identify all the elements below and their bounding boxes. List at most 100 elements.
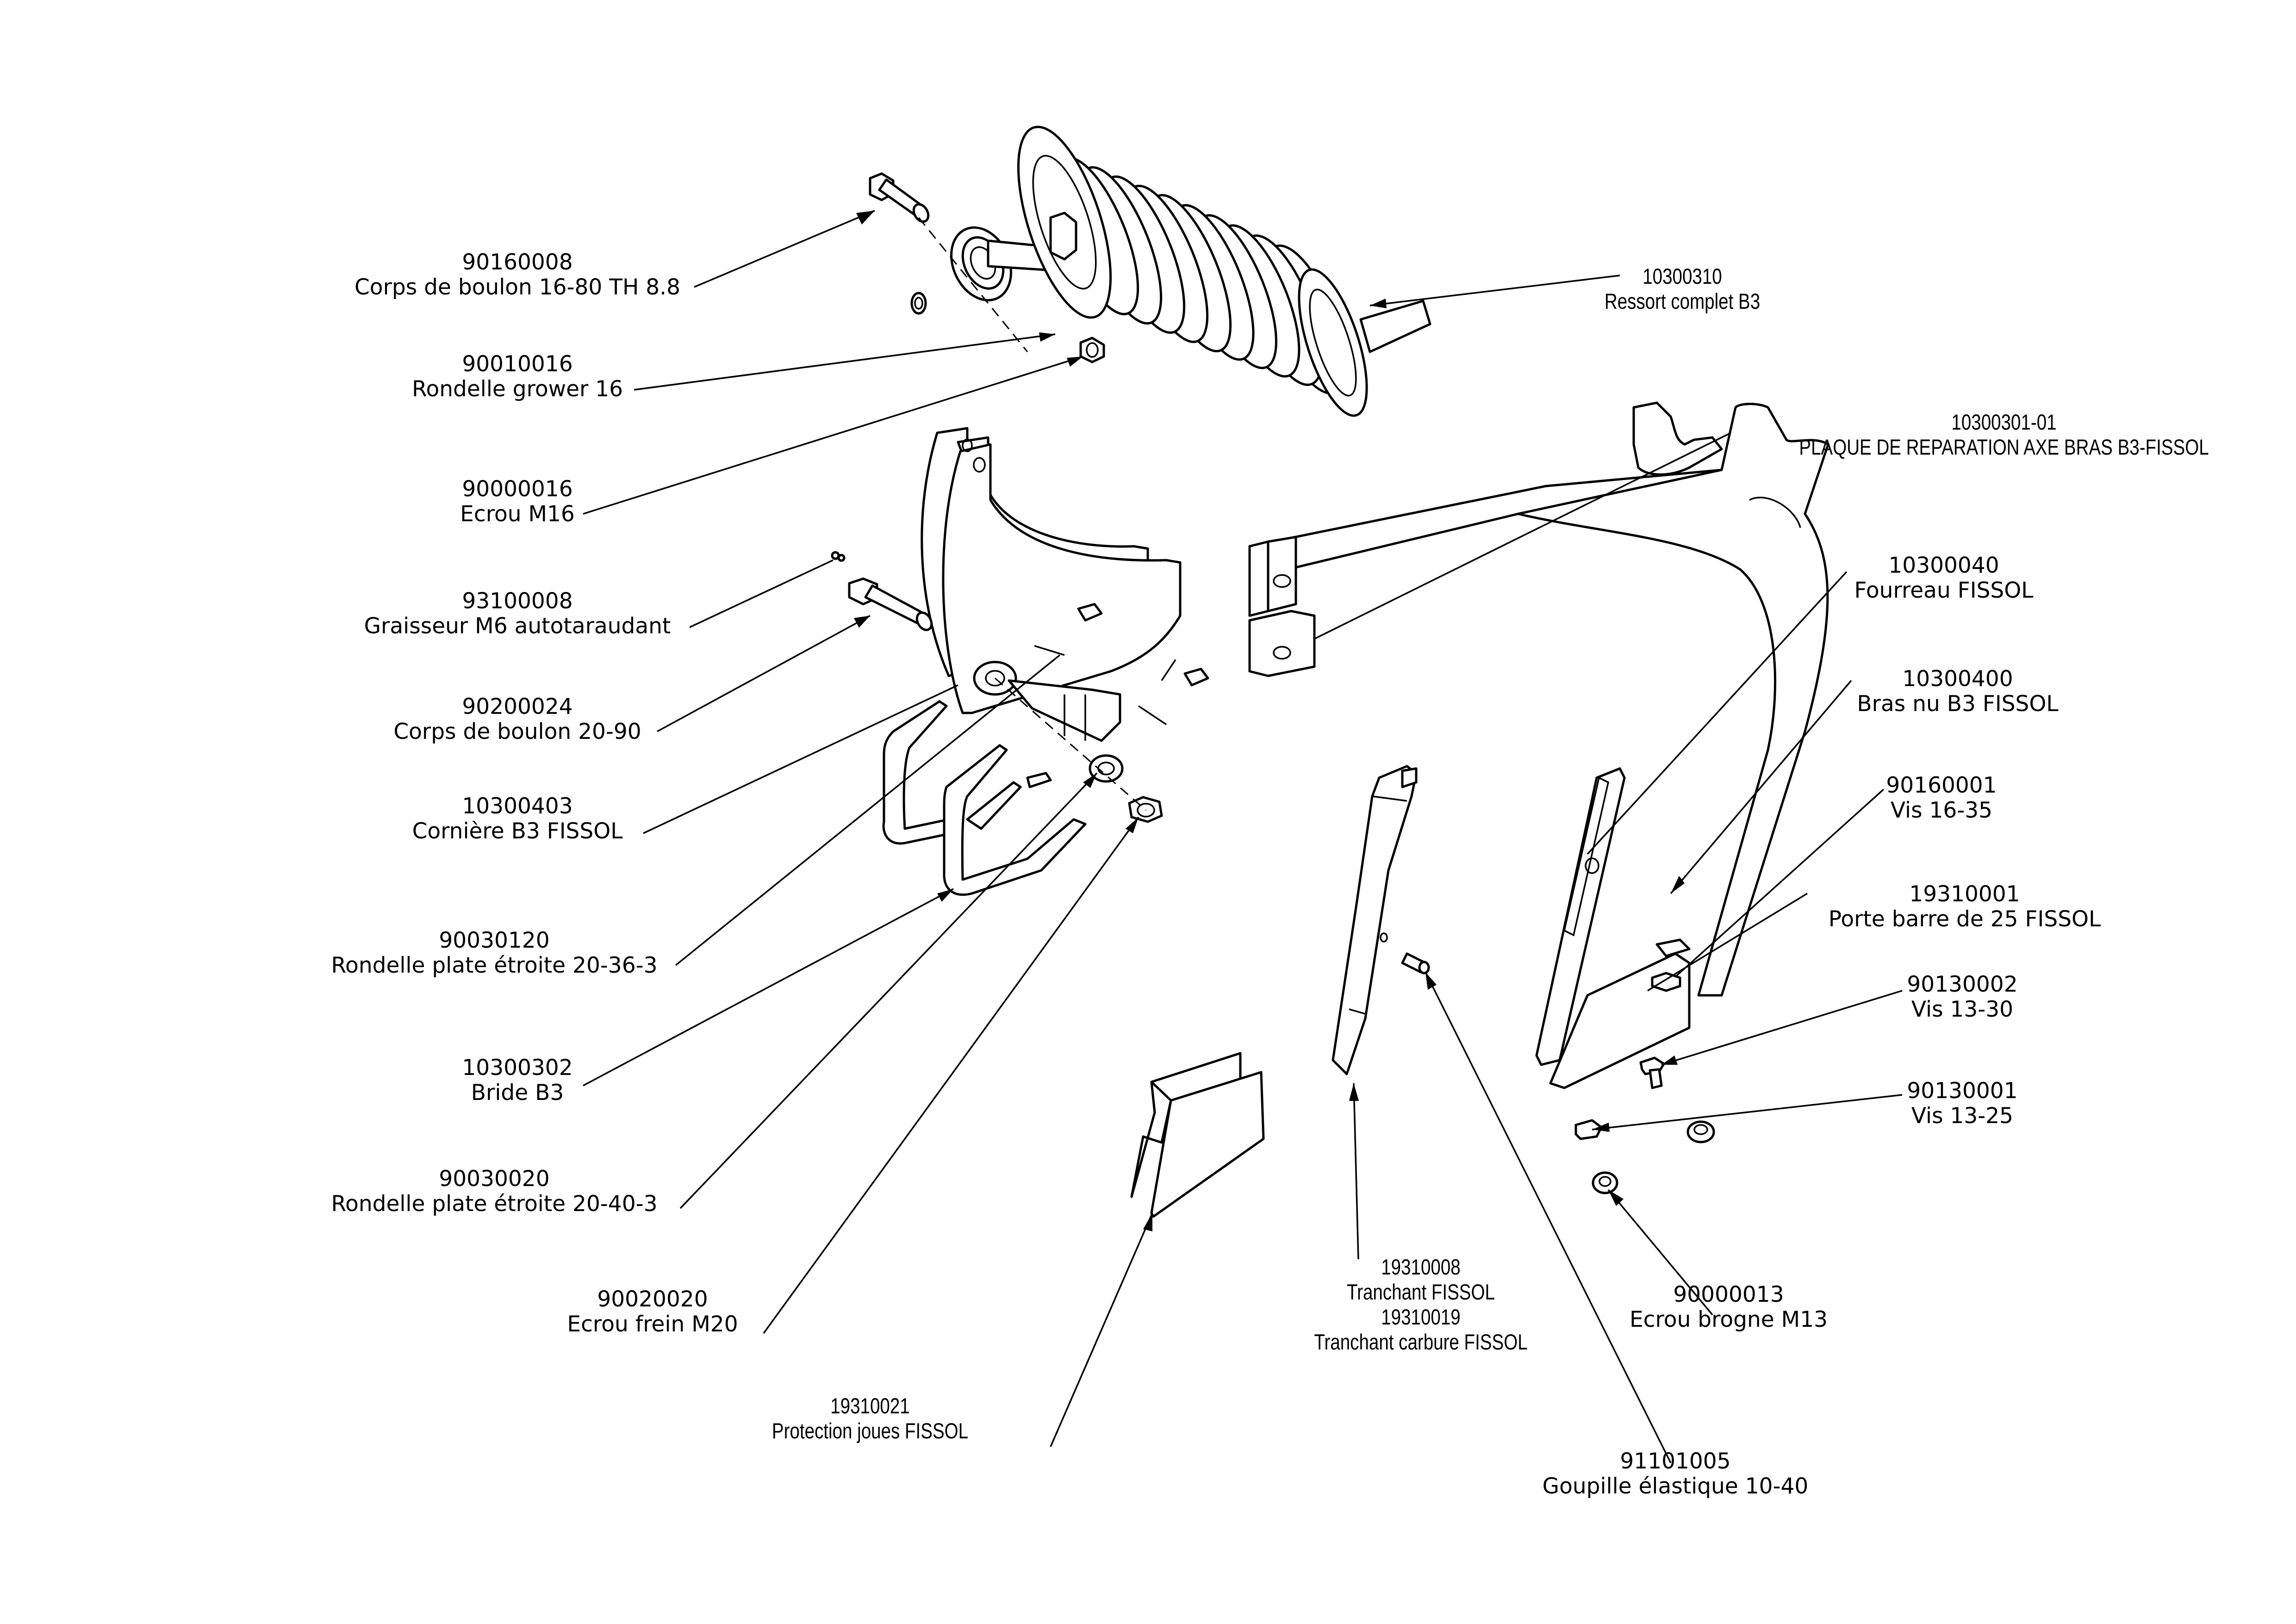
part-description-alt: Tranchant carbure FISSOL [1314, 1330, 1528, 1354]
arm-bras-nu [1248, 401, 1829, 1089]
leader-c16 [1661, 990, 1903, 1066]
callout-19310001: 19310001 Porte barre de 25 FISSOL [1829, 882, 2101, 932]
part-description: Corps de boulon 20-90 [393, 719, 641, 744]
leader-c6 [643, 684, 958, 834]
part-number: 19310021 [830, 1393, 910, 1418]
leader-c18 [1674, 788, 1885, 978]
part-number-alt: 19310019 [1381, 1305, 1461, 1329]
leader-c11 [1050, 1212, 1153, 1447]
leader-c22 [1369, 275, 1620, 306]
callout-90000013: 90000013 Ecrou brogne M13 [1630, 1282, 1828, 1332]
part-number: 10300302 [462, 1055, 573, 1081]
nut-m16 [1079, 337, 1105, 363]
flat-washer-20-40-3 [1089, 754, 1124, 783]
part-description: Ecrou M16 [460, 501, 575, 527]
part-description: Ressort complet B3 [1604, 289, 1761, 313]
spring-lower-plate [1298, 268, 1368, 417]
leader-c15 [1592, 1094, 1903, 1131]
leader-lines [583, 210, 1903, 1463]
leader-c17 [1647, 893, 1808, 992]
part-description: Vis 13-25 [1911, 1103, 2014, 1129]
screw-13-30 [1639, 1056, 1665, 1089]
leader-c10 [763, 816, 1139, 1334]
callout-10300403: 10300403 Cornière B3 FISSOL [412, 794, 623, 844]
spring-pin-10-40 [1401, 952, 1430, 974]
part-number: 90200024 [462, 694, 573, 719]
leader-c14 [1607, 1189, 1713, 1316]
part-number: 19310001 [1909, 881, 2020, 907]
leader-c13 [1425, 972, 1672, 1463]
part-description: Corps de boulon 16-80 TH 8.8 [354, 275, 681, 300]
part-number: 10300310 [1643, 264, 1722, 288]
part-description: Protection joues FISSOL [772, 1418, 969, 1443]
callout-90010016: 90010016 Rondelle grower 16 [412, 352, 623, 402]
callout-10300040: 10300040 Fourreau FISSOL [1854, 553, 2034, 603]
flange-nut-m13 [1592, 1171, 1618, 1194]
part-number: 10300301-01 [1951, 410, 2057, 434]
leader-c12 [1353, 1083, 1359, 1260]
leader-c9 [679, 772, 1098, 1209]
callout-90160008: 90160008 Corps de boulon 16-80 TH 8.8 [355, 250, 680, 300]
part-number: 10300040 [1888, 553, 1999, 578]
callout-90160001: 90160001 Vis 16-35 [1886, 773, 1997, 823]
part-description: Porte barre de 25 FISSOL [1828, 906, 2101, 932]
part-description: Bride B3 [471, 1080, 564, 1106]
part-number: 90030020 [439, 1166, 550, 1192]
leader-c19 [1670, 680, 1852, 894]
part-number: 91101005 [1620, 1449, 1731, 1474]
part-description: Fourreau FISSOL [1854, 578, 2034, 603]
part-description: Vis 16-35 [1890, 798, 1993, 823]
bolt-16-80 [869, 172, 930, 223]
part-description: Cornière B3 FISSOL [412, 818, 623, 844]
leader-c8 [583, 888, 954, 1087]
part-number: 90010016 [462, 351, 573, 377]
callout-91101005: 91101005 Goupille élastique 10-40 [1543, 1449, 1809, 1499]
spring-assembly [950, 125, 1431, 417]
leader-c20 [1587, 571, 1848, 855]
corniere-bracket [921, 427, 1209, 725]
part-number: 90130001 [1907, 1078, 2018, 1104]
callout-90000016: 90000016 Ecrou M16 [460, 477, 575, 527]
callout-19310008-19310019: 19310008 Tranchant FISSOL 19310019 Tranc… [1314, 1255, 1527, 1355]
callout-10300400: 10300400 Bras nu B3 FISSOL [1857, 667, 2058, 717]
callout-93100008: 93100008 Graisseur M6 autotaraudant [364, 589, 671, 639]
part-number: 90160001 [1886, 773, 1997, 798]
part-number: 93100008 [462, 588, 573, 614]
bolt-20-90 [848, 577, 933, 631]
bride-clamps [882, 700, 1087, 896]
part-description: Vis 13-30 [1911, 997, 2014, 1022]
tranchant-cutter [1332, 765, 1418, 1075]
screw-13-25 [1574, 1119, 1603, 1140]
part-number: 90030120 [439, 928, 550, 953]
part-description: Rondelle plate étroite 20-36-3 [331, 953, 658, 978]
part-number: 90000013 [1673, 1282, 1784, 1307]
lock-nut-m20 [1128, 796, 1163, 823]
part-number: 90130002 [1907, 972, 2018, 997]
part-description: Graisseur M6 autotaraudant [364, 613, 671, 639]
part-description: Bras nu B3 FISSOL [1857, 691, 2059, 717]
part-number: 90160008 [462, 250, 573, 275]
callout-90130002: 90130002 Vis 13-30 [1907, 972, 2017, 1022]
leader-c2 [634, 333, 1056, 391]
callout-10300310: 10300310 Ressort complet B3 [1605, 264, 1760, 314]
part-number: 90000016 [462, 476, 573, 502]
leader-c4 [689, 559, 834, 628]
grease-nipple-m6 [831, 551, 846, 562]
part-description: Rondelle grower 16 [411, 376, 623, 402]
callout-10300302: 10300302 Bride B3 [462, 1056, 572, 1106]
leader-c21 [1314, 432, 1731, 640]
callout-10300301-01: 10300301-01 PLAQUE DE REPARATION AXE BRA… [1799, 410, 2209, 460]
callout-90030020: 90030020 Rondelle plate étroite 20-40-3 [331, 1167, 658, 1217]
part-description: Rondelle plate étroite 20-40-3 [331, 1191, 658, 1217]
leader-c3 [583, 356, 1083, 515]
part-description: Tranchant FISSOL [1347, 1280, 1495, 1304]
grower-washer-16 [910, 292, 927, 315]
part-description: Ecrou frein M20 [567, 1312, 738, 1337]
leader-c1 [694, 210, 875, 288]
part-number: 90020020 [597, 1287, 708, 1312]
part-description: Goupille élastique 10-40 [1542, 1474, 1809, 1499]
part-description: PLAQUE DE REPARATION AXE BRAS B3-FISSOL [1799, 435, 2209, 459]
callout-90130001: 90130001 Vis 13-25 [1907, 1079, 2017, 1129]
part-number: 10300403 [462, 793, 573, 819]
